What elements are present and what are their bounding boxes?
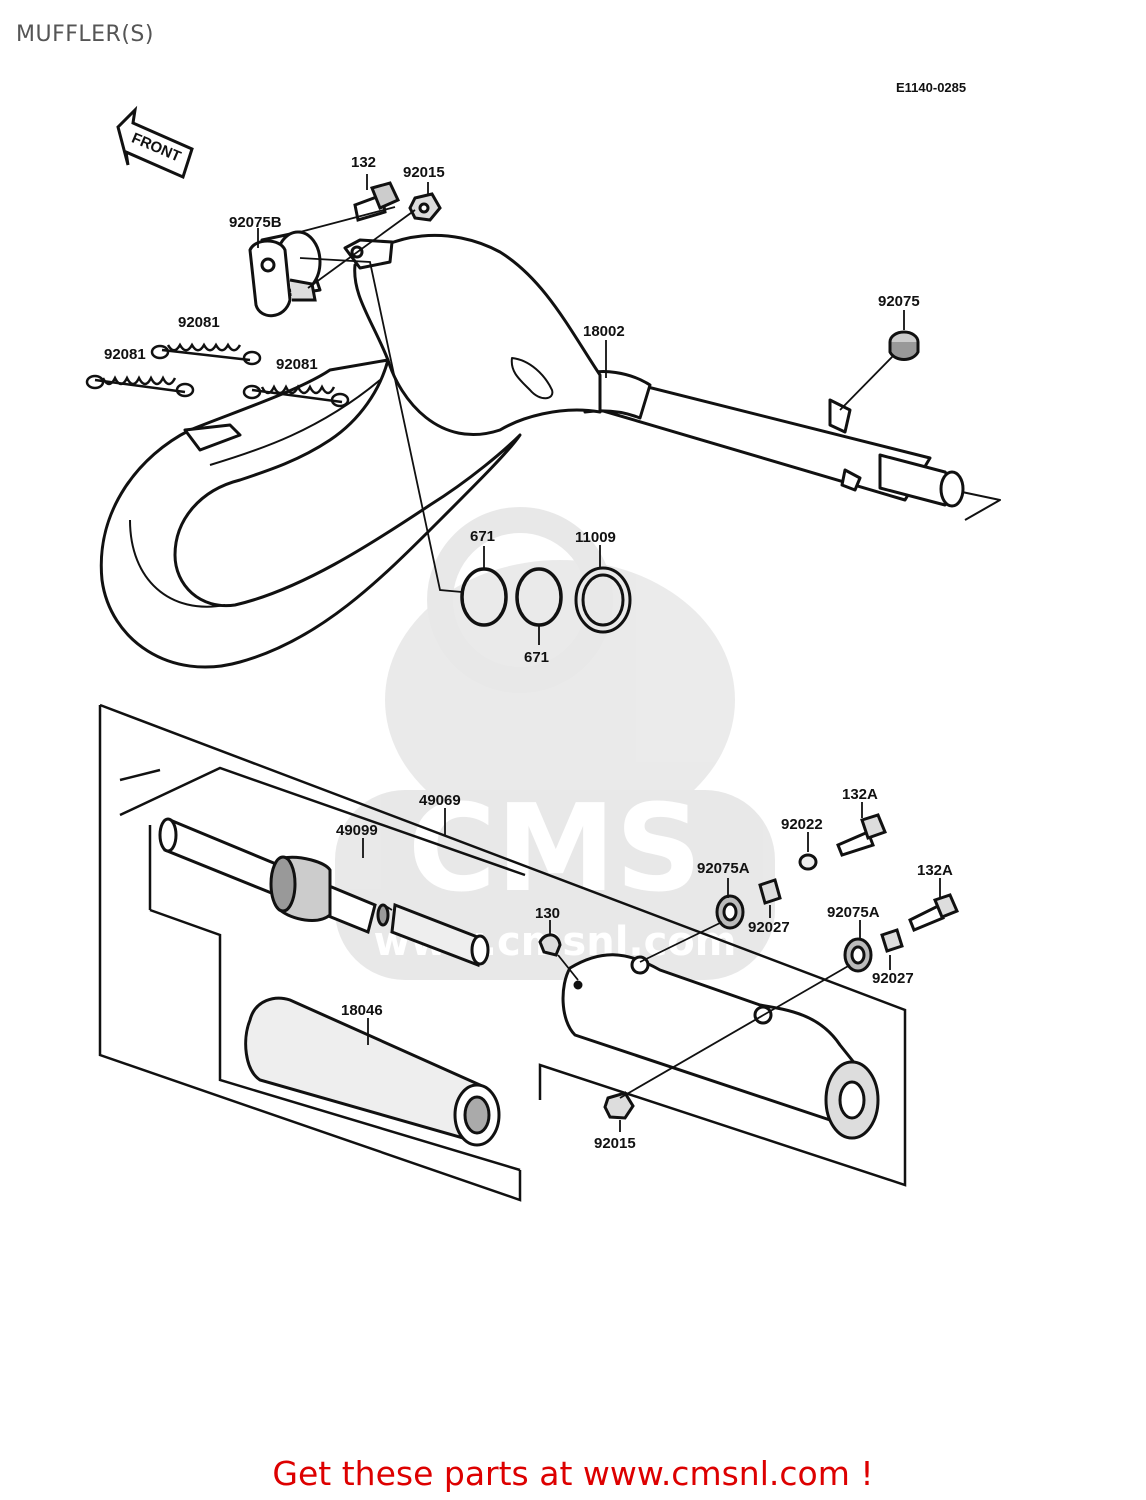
packing-18046 [244,996,501,1147]
o-ring-671-a [460,567,508,627]
silencer-hardware [538,813,959,1120]
part-label-132a-b: 132A [917,862,953,879]
part-label-11009: 11009 [575,529,616,546]
part-label-92027-b: 92027 [872,970,914,987]
watermark-brand: CMS [408,780,702,919]
part-label-671-a: 671 [470,528,495,545]
part-label-92075b: 92075B [229,214,282,231]
part-label-49099: 49099 [336,822,378,839]
part-label-92081-b: 92081 [104,346,146,363]
part-label-92015-bottom: 92015 [594,1135,636,1152]
leader-lines-lower [362,802,941,1132]
part-label-132a-a: 132A [842,786,878,803]
part-label-92022: 92022 [781,816,823,833]
front-direction-arrow: FRONT [116,105,194,180]
part-label-671-b: 671 [524,649,549,666]
bracket-92075b [248,239,317,318]
gasket-11009 [574,566,632,634]
part-label-49069: 49069 [419,792,461,809]
part-label-92081-c: 92081 [276,356,318,373]
part-label-18046: 18046 [341,1002,383,1019]
inner-pipe-49099 [158,817,490,968]
part-label-92015-top: 92015 [403,164,445,181]
part-label-92027-a: 92027 [748,919,790,936]
nut-92015-top [408,192,442,222]
rubber-92075 [888,330,920,361]
springs-92081 [85,342,350,408]
part-label-132: 132 [351,154,376,171]
diagram-code: E1140-0285 [896,80,967,95]
part-label-92075: 92075 [878,293,920,310]
part-label-92075a-a: 92075A [697,860,750,877]
footer-cta[interactable]: Get these parts at www.cmsnl.com ! [272,1454,874,1493]
part-label-92081-a: 92081 [178,314,220,331]
part-label-18002: 18002 [583,323,625,340]
silencer-assembly-frame [98,703,907,1202]
part-label-92075a-b: 92075A [827,904,880,921]
part-label-130: 130 [535,905,560,922]
bolt-132 [353,181,401,222]
page-title: MUFFLER(S) [16,22,154,47]
leader-lines-upper [257,174,905,645]
silencer-body-49069 [561,953,880,1140]
